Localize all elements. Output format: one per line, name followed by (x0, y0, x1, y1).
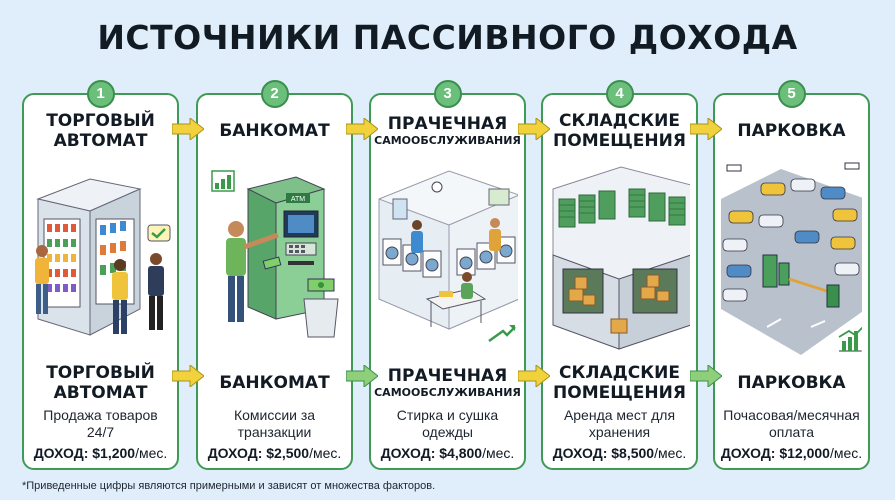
card-vending-machine: 1 ТОРГОВЫЙ АВТОМАТ (22, 80, 179, 470)
card-subtitle: СКЛАДСКИЕ ПОМЕЩЕНИЯ (553, 363, 686, 403)
step-number-badge: 1 (86, 80, 115, 108)
card-title: ТОРГОВЫЙ АВТОМАТ (46, 111, 155, 151)
card-parking: 5 ПАРКОВКА (713, 80, 870, 470)
card-title: ПРАЧЕЧНАЯ САМООБСЛУЖИВАНИЯ (374, 114, 521, 147)
arrow-right-icon (346, 365, 378, 387)
arrow-right-icon (172, 365, 204, 387)
card-income: ДОХОД: $4,800/мес. (380, 445, 515, 461)
step-number-badge: 5 (777, 80, 806, 108)
storage-units-illustration (549, 159, 690, 355)
arrow-right-icon (690, 365, 722, 387)
arrow-right-icon (518, 118, 550, 140)
card-title: ПАРКОВКА (737, 121, 846, 141)
arrow-right-icon (346, 118, 378, 140)
card-title: СКЛАДСКИЕ ПОМЕЩЕНИЯ (553, 111, 686, 151)
step-number-badge: 3 (433, 80, 462, 108)
card-description: Продажа товаров 24/7 (43, 407, 158, 440)
laundromat-illustration (377, 159, 518, 355)
card-subtitle: ПАРКОВКА (737, 373, 846, 393)
page-title: ИСТОЧНИКИ ПАССИВНОГО ДОХОДА (97, 18, 798, 57)
card-subtitle: ПРАЧЕЧНАЯ САМООБСЛУЖИВАНИЯ (374, 366, 521, 399)
step-number-badge: 4 (605, 80, 634, 108)
parking-illustration (721, 159, 862, 355)
footnote: *Приведенные цифры являются примерными и… (22, 480, 436, 492)
arrow-right-icon (518, 365, 550, 387)
card-income: ДОХОД: $2,500/мес. (207, 445, 342, 461)
card-title: БАНКОМАТ (219, 121, 330, 141)
card-description: Почасовая/месячная оплата (723, 407, 860, 440)
card-subtitle: БАНКОМАТ (219, 373, 330, 393)
card-subtitle: ТОРГОВЫЙ АВТОМАТ (46, 363, 155, 403)
vending-machine-illustration (30, 159, 171, 355)
card-atm: 2 БАНКОМАТ ATM (196, 80, 353, 470)
card-income: ДОХОД: $1,200/мес. (33, 445, 168, 461)
atm-sign-text: ATM (291, 196, 305, 203)
card-income: ДОХОД: $8,500/мес. (552, 445, 687, 461)
card-storage-units: 4 СКЛАДСКИЕ ПОМЕЩЕНИЯ (541, 80, 698, 470)
card-description: Аренда мест для хранения (563, 407, 676, 440)
card-description: Комиссии за транзакции (233, 407, 316, 440)
card-laundromat: 3 ПРАЧЕЧНАЯ САМООБСЛУЖИВАНИЯ (369, 80, 526, 470)
atm-illustration: ATM (204, 159, 345, 355)
card-income: ДОХОД: $12,000/мес. (720, 445, 863, 461)
arrow-right-icon (690, 118, 722, 140)
card-description: Стирка и сушка одежды (396, 407, 499, 440)
step-number-badge: 2 (260, 80, 289, 108)
arrow-right-icon (172, 118, 204, 140)
